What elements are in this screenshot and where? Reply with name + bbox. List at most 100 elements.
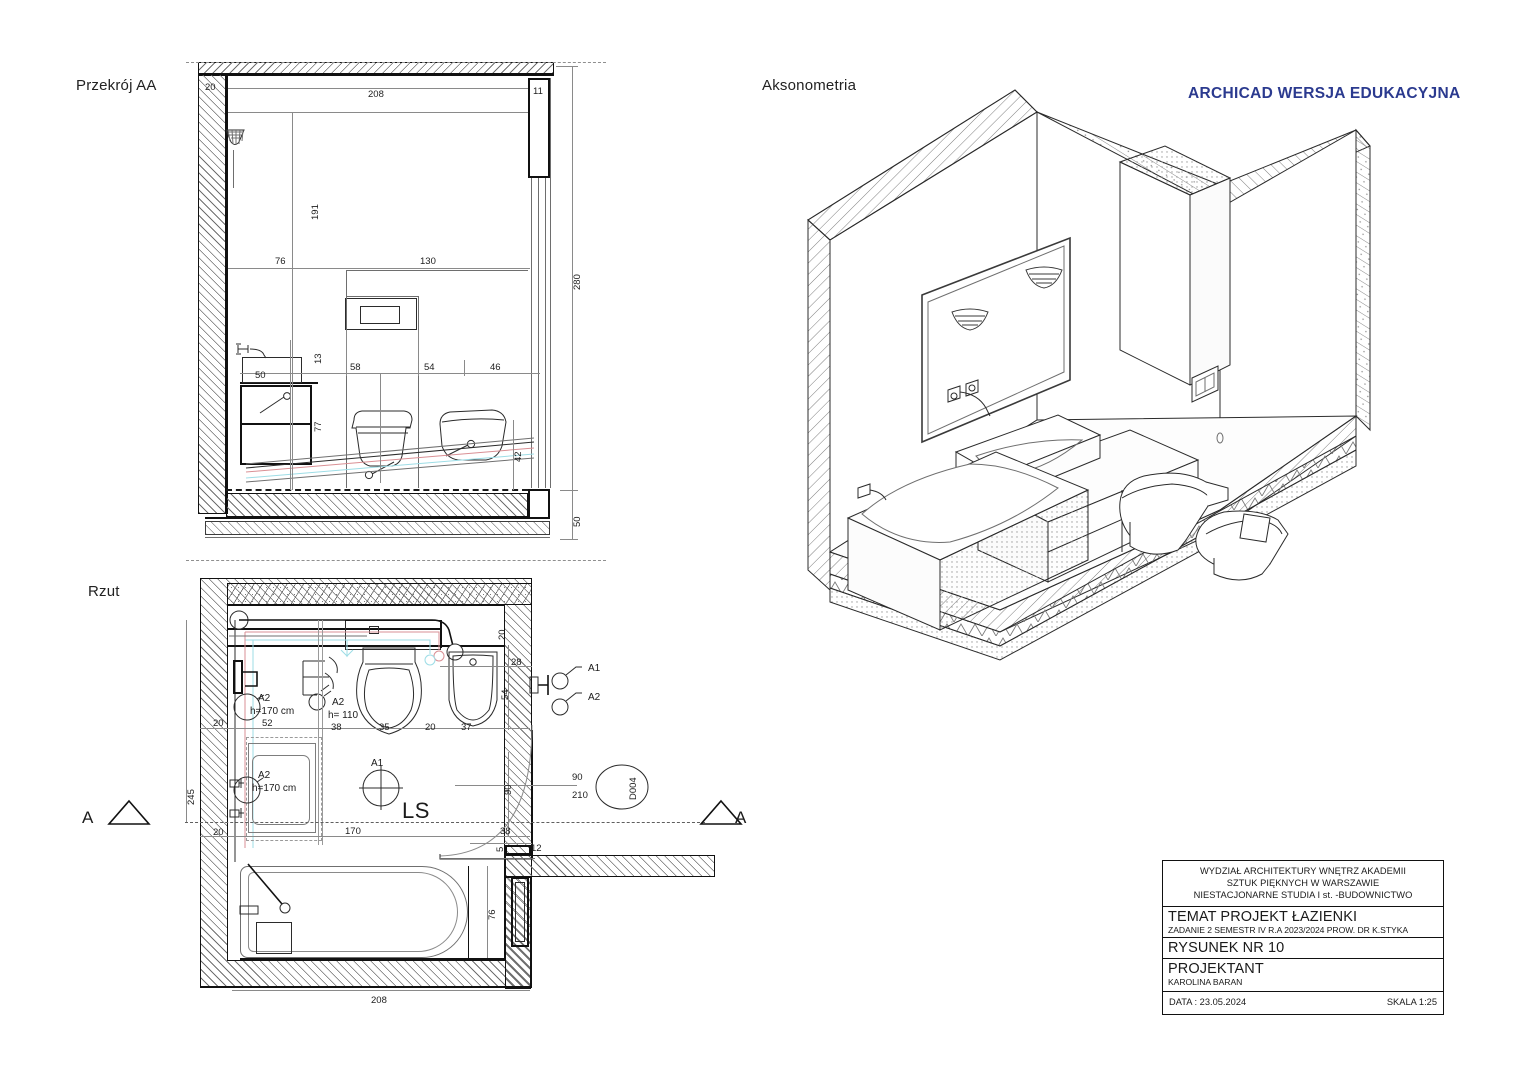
door-width-90: 90 [572,772,583,783]
duct-edge-a [531,178,532,488]
switch-symbols [551,666,582,716]
plan-dim-20-low: 20 [213,827,224,838]
dim-slab-50: 50 [572,516,583,527]
section-left-wall [198,74,226,514]
plan-flush-plate [369,626,379,634]
switch-a2-label: A2 [588,692,601,703]
archicad-watermark: ARCHICAD WERSJA EDUKACYJNA [1188,85,1461,102]
left-wall-face [226,74,228,514]
dim-line-280 [572,66,573,490]
plan-duct-divider [440,620,442,648]
ceiling-underside [198,74,554,76]
ext-line-191 [292,112,293,490]
ext-line-58 [346,330,347,376]
plan-washbasin [252,755,310,825]
ext-line-77 [290,340,291,490]
vanity-drawer-split [240,423,312,425]
section-cut-axis [185,822,705,823]
axonometry-view-title: Aksonometria [762,77,857,94]
plan-dim-28-line [440,666,532,667]
duct-edge-c [545,178,546,488]
dim-77: 77 [313,421,324,432]
designer-name: KAROLINA BARAN [1168,976,1243,987]
title-block-designer-row: PROJEKTANT KAROLINA BARAN [1163,959,1443,992]
bidet-section [439,409,507,461]
plan-bracket-icon [243,671,258,687]
niche-upper-left [346,270,347,298]
section-marker-left-triangle [107,799,151,825]
screed-bottom [205,537,550,538]
vanity-handle-icon [259,392,291,414]
plan-vanity-outline [248,743,316,833]
door-tag-bubble [595,764,649,810]
flush-plate-inner [360,306,400,324]
plan-dim-245-upper [186,740,187,822]
section-view-title: Przekrój AA [76,77,157,94]
lamp-symbol-bottom [233,776,264,804]
institution-line-2: SZTUK PIĘKNYCH W WARSZAWIE [1226,877,1380,888]
designer-label: PROJEKTANT [1168,960,1264,977]
section-marker-left-label: A [82,808,94,827]
plan-dim-5: 5 [495,846,506,852]
plumbing-runs-section [245,437,535,483]
section-marker-right-triangle [699,799,743,825]
lamp-a2-top-label: A2 [258,693,271,704]
plan-recess-inner [515,882,525,942]
plan-dim-90: 90 [503,784,514,795]
floor-finish-dashed [226,489,528,491]
dim-54: 54 [424,362,435,373]
lamp-a2-bottom-label: A2 [258,770,271,781]
dim-line-50-slab [572,490,573,540]
section-threshold-block [528,489,550,519]
section-vanity-cabinet [240,385,312,465]
ceiling-light-symbol [359,766,403,810]
door-open-leaf [440,858,535,859]
section-marker-right-label: A [735,808,747,827]
dim-280: 280 [572,274,583,290]
plan-vanity-edge-b [322,620,323,845]
plan-vanity-edge-a [318,620,319,845]
plan-dim-tub-76: 76 [487,909,498,920]
niche-upper-line [346,270,528,271]
ceiling-a1-label: A1 [371,758,384,769]
plan-dim-208: 208 [371,995,387,1006]
plan-tiled-wall-band [227,583,532,605]
plan-dim-wall-top-20: 20 [497,629,508,640]
institution-line-1: WYDZIAŁ ARCHITEKTURY WNĘTRZ AKADEMII [1199,866,1406,876]
door-swing [439,724,533,860]
plan-dim-12: 12 [531,843,542,854]
title-block: WYDZIAŁ ARCHITEKTURY WNĘTRZ AKADEMII SZT… [1162,860,1444,1015]
plan-dim-35: 35 [379,722,390,733]
plan-pipe-runs [229,610,464,862]
section-ceiling-slab [198,62,554,74]
wc-frame-left [346,296,347,488]
dim-line-76-130 [228,268,530,269]
plan-duct-front-c [441,645,505,647]
dim-76: 76 [275,256,286,267]
plan-corridor-wall-top [505,855,715,877]
dim-top-208: 208 [368,89,384,100]
project-task: ZADANIE 2 SEMESTR IV R.A 2023/2024 PROW.… [1168,924,1409,935]
switch-a1-label: A1 [588,663,601,674]
dim-line-42 [513,420,514,490]
title-block-footer: DATA : 23.05.2024 SKALA 1:25 [1163,992,1443,1012]
plan-tub-step [256,922,292,954]
plan-dim-chain-lower [200,836,530,837]
dim-line-208-top [228,88,528,89]
duct-outer-edge [550,78,551,488]
dim-tick-280-bot [560,490,578,491]
drawing-number: RYSUNEK NR 10 [1168,939,1285,956]
drawing-date: DATA : 23.05.2024 [1169,996,1247,1007]
tub-mixer-icon [239,863,291,915]
door-tag-text: D004 [628,777,639,800]
section-top-centerline [186,62,606,63]
wc-axis [380,373,381,483]
section-bottom-centerline [186,560,606,561]
dim-46: 46 [490,362,501,373]
institution-line-3: NIESTACJONARNE STUDIA I st. -BUDOWNICTWO [1193,889,1413,900]
switch-wall-box [529,675,549,695]
plan-dim-208-bottom [232,990,530,991]
wc-lid-handle-icon [364,461,395,480]
duct-edge-b [538,178,539,488]
dim-wall-left-20: 20 [205,82,216,93]
